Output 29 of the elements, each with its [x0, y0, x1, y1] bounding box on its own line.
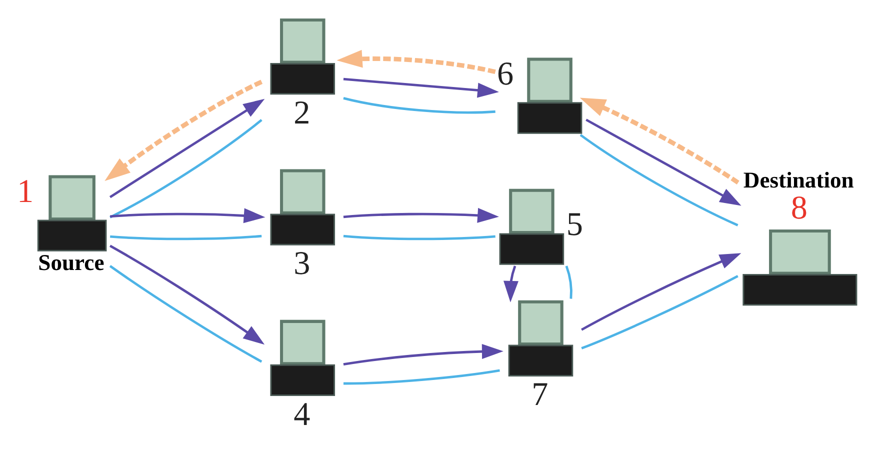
- arrow: [580, 98, 740, 184]
- connector: [580, 134, 738, 226]
- node-label: 5: [566, 206, 583, 243]
- arrow: [343, 78, 499, 98]
- node-label: 1: [17, 172, 34, 210]
- node-label: 2: [294, 94, 310, 132]
- node-label: Source: [38, 250, 104, 276]
- connector: [343, 369, 500, 385]
- connector: [581, 274, 738, 350]
- arrow: [110, 244, 265, 345]
- node-label: 6: [497, 55, 514, 92]
- arrow: [110, 208, 266, 224]
- arrow: [503, 266, 518, 302]
- connector: [110, 119, 262, 218]
- connector: [565, 266, 572, 299]
- connector: [343, 234, 496, 240]
- arrow: [336, 50, 496, 74]
- arrow: [343, 344, 504, 366]
- connector: [109, 265, 262, 363]
- node-label: 7: [532, 376, 548, 414]
- arrow: [586, 118, 742, 206]
- node-label: 3: [294, 245, 310, 282]
- arrow: [109, 98, 265, 198]
- node-label: 4: [294, 396, 310, 433]
- arrow: [343, 208, 499, 223]
- arrow: [581, 253, 742, 331]
- connector: [110, 234, 262, 240]
- connector: [343, 97, 496, 114]
- arrow: [104, 80, 263, 182]
